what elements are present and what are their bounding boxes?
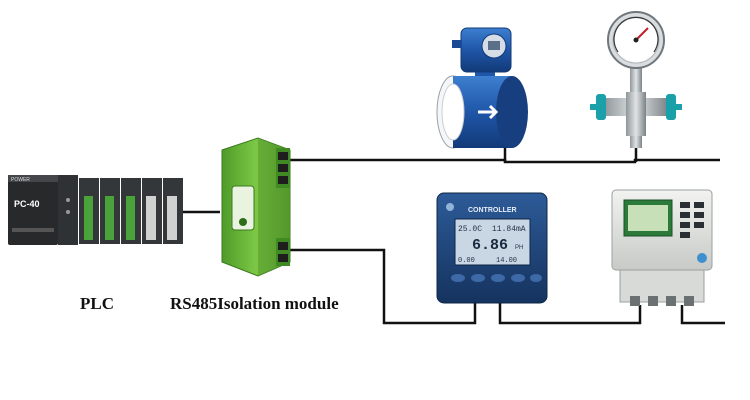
controller-unit: PH bbox=[515, 245, 523, 251]
ph-controller: CONTROLLER 25.0C 11.84mA 6.86 PH 0.00 14… bbox=[436, 192, 548, 304]
wire-controller-to-analyzer bbox=[498, 303, 642, 325]
pressure-gauge bbox=[590, 11, 682, 148]
analyzer-glands bbox=[630, 296, 694, 306]
controller-min: 0.00 bbox=[458, 257, 475, 265]
wire-module-to-controller bbox=[290, 248, 477, 325]
controller-current: 11.84mA bbox=[492, 225, 526, 234]
controller-buttons bbox=[451, 274, 542, 282]
controller-value: 6.86 bbox=[472, 237, 508, 254]
plc-model-text: PC-40 bbox=[14, 199, 40, 209]
controller-temperature: 25.0C bbox=[458, 225, 482, 234]
water-analyzer bbox=[611, 189, 713, 306]
controller-header-text: CONTROLLER bbox=[468, 207, 517, 214]
wire-module-to-top-bus bbox=[290, 158, 720, 164]
plc-device: POWER PC-40 bbox=[8, 175, 183, 245]
plc-label: PLC bbox=[80, 294, 114, 313]
plc-io-modules bbox=[79, 178, 183, 244]
isolation-module-label: RS485Isolation module bbox=[170, 294, 339, 313]
plc-brand-text: POWER bbox=[11, 177, 30, 183]
flowmeter bbox=[436, 27, 528, 149]
wires bbox=[183, 146, 725, 325]
analyzer-keypad bbox=[680, 202, 704, 238]
controller-max: 14.00 bbox=[496, 257, 517, 265]
wire-analyzer-out bbox=[680, 305, 725, 325]
isolation-module bbox=[221, 137, 291, 277]
